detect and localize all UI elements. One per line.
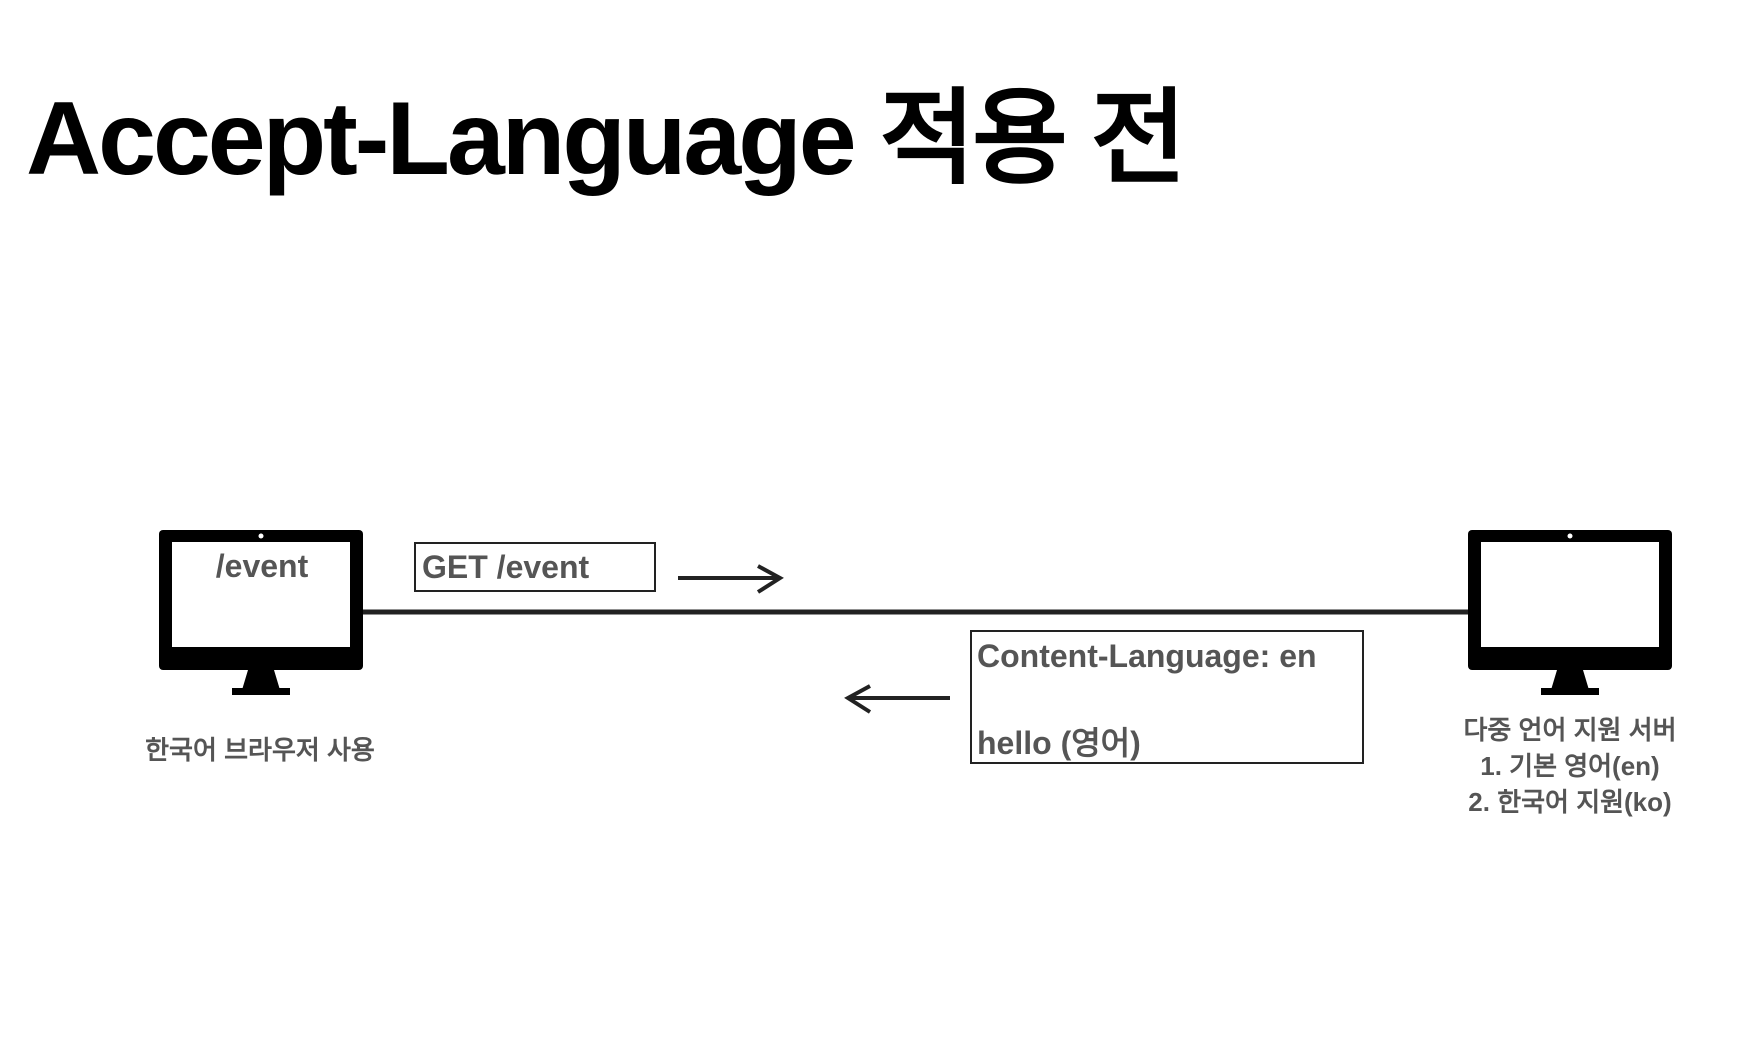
request-arrow-icon bbox=[678, 564, 784, 594]
server-caption-line: 다중 언어 지원 서버 bbox=[1463, 715, 1677, 745]
response-header-text: Content-Language: en bbox=[977, 638, 1317, 674]
response-message-box: Content-Language: en hello (영어) bbox=[970, 630, 1364, 764]
request-message-box: GET /event bbox=[414, 542, 656, 592]
response-arrow-icon bbox=[844, 684, 950, 714]
client-caption: 한국어 브라우저 사용 bbox=[145, 735, 375, 765]
slide-title: Accept-Language 적용 전 bbox=[26, 81, 1186, 197]
client-screen-url: /event bbox=[215, 548, 309, 584]
server-caption-line: 2. 한국어 지원(ko) bbox=[1468, 787, 1672, 817]
server-monitor-icon bbox=[1468, 530, 1672, 695]
server-caption-line: 1. 기본 영어(en) bbox=[1480, 751, 1660, 781]
server-caption: 다중 언어 지원 서버 1. 기본 영어(en) 2. 한국어 지원(ko) bbox=[1430, 712, 1710, 820]
response-body-text: hello (영어) bbox=[977, 725, 1141, 761]
client-monitor-icon bbox=[159, 530, 363, 695]
